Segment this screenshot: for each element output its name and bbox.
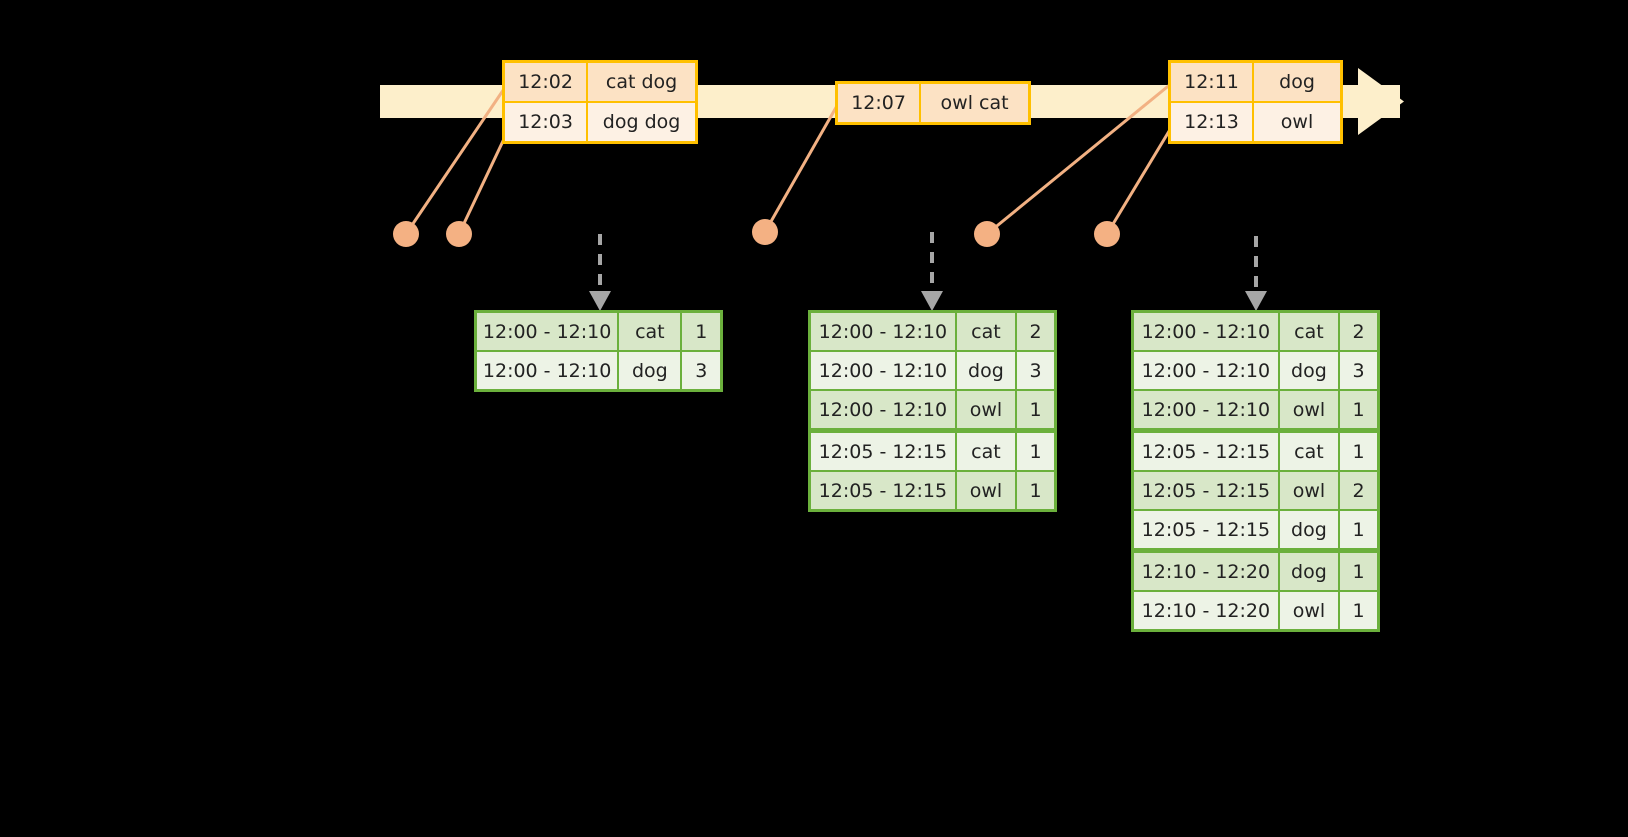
table-row[interactable]: 12:00 - 12:10 dog 3 bbox=[1134, 352, 1377, 389]
event-row[interactable]: 12:07 owl cat bbox=[838, 84, 1028, 122]
window-cell: 12:00 - 12:10 bbox=[1134, 391, 1280, 428]
count-cell: 1 bbox=[1340, 592, 1377, 629]
event-words: owl bbox=[1254, 103, 1340, 141]
window-cell: 12:00 - 12:10 bbox=[477, 313, 620, 350]
word-cell: cat bbox=[619, 313, 683, 350]
count-cell: 1 bbox=[1340, 433, 1377, 470]
event-words: dog dog bbox=[588, 103, 695, 141]
count-cell: 2 bbox=[1340, 472, 1377, 509]
window-cell: 12:05 - 12:15 bbox=[1134, 511, 1280, 548]
window-cell: 12:10 - 12:20 bbox=[1134, 553, 1280, 590]
table-row[interactable]: 12:00 - 12:10 cat 2 bbox=[1134, 313, 1377, 350]
table-row[interactable]: 12:00 - 12:10 owl 1 bbox=[1134, 391, 1377, 428]
word-cell: cat bbox=[1279, 313, 1341, 350]
result-table-2[interactable]: 12:00 - 12:10 cat 2 12:00 - 12:10 dog 3 … bbox=[808, 310, 1057, 512]
event-words: dog bbox=[1254, 63, 1340, 101]
result-table-1[interactable]: 12:00 - 12:10 cat 1 12:00 - 12:10 dog 3 bbox=[474, 310, 723, 392]
table-row[interactable]: 12:05 - 12:15 cat 1 bbox=[811, 433, 1054, 470]
count-cell: 1 bbox=[1340, 511, 1377, 548]
table-row[interactable]: 12:05 - 12:15 dog 1 bbox=[1134, 511, 1377, 548]
count-cell: 1 bbox=[1017, 472, 1054, 509]
count-cell: 1 bbox=[1017, 433, 1054, 470]
count-cell: 1 bbox=[1340, 553, 1377, 590]
word-cell: owl bbox=[1279, 391, 1341, 428]
table-row[interactable]: 12:00 - 12:10 dog 3 bbox=[477, 352, 720, 389]
event-dot-group bbox=[393, 219, 1120, 247]
window-cell: 12:00 - 12:10 bbox=[477, 352, 620, 389]
count-cell: 2 bbox=[1017, 313, 1054, 350]
table-row[interactable]: 12:10 - 12:20 owl 1 bbox=[1134, 592, 1377, 629]
count-cell: 3 bbox=[1017, 352, 1054, 389]
count-cell: 1 bbox=[1340, 391, 1377, 428]
table-row[interactable]: 12:00 - 12:10 cat 2 bbox=[811, 313, 1054, 350]
word-cell: dog bbox=[956, 352, 1018, 389]
table-row[interactable]: 12:05 - 12:15 cat 1 bbox=[1134, 433, 1377, 470]
event-time: 12:02 bbox=[505, 63, 589, 101]
event-words: cat dog bbox=[588, 63, 695, 101]
event-time: 12:03 bbox=[505, 103, 589, 141]
table-row[interactable]: 12:00 - 12:10 dog 3 bbox=[811, 352, 1054, 389]
window-cell: 12:00 - 12:10 bbox=[1134, 352, 1280, 389]
event-dot-5 bbox=[1094, 221, 1120, 247]
event-group-3[interactable]: 12:11 dog 12:13 owl bbox=[1168, 60, 1343, 144]
window-cell: 12:10 - 12:20 bbox=[1134, 592, 1280, 629]
event-dot-2 bbox=[446, 221, 472, 247]
count-cell: 1 bbox=[1017, 391, 1054, 428]
event-time: 12:13 bbox=[1171, 103, 1255, 141]
word-cell: cat bbox=[956, 433, 1018, 470]
window-cell: 12:00 - 12:10 bbox=[811, 391, 957, 428]
table-row[interactable]: 12:10 - 12:20 dog 1 bbox=[1134, 553, 1377, 590]
count-cell: 2 bbox=[1340, 313, 1377, 350]
word-cell: cat bbox=[1279, 433, 1341, 470]
word-cell: cat bbox=[956, 313, 1018, 350]
event-group-2[interactable]: 12:07 owl cat bbox=[835, 81, 1031, 125]
word-cell: owl bbox=[1279, 472, 1341, 509]
event-row[interactable]: 12:13 owl bbox=[1171, 101, 1340, 141]
event-dot-4 bbox=[974, 221, 1000, 247]
word-cell: dog bbox=[1279, 511, 1341, 548]
word-cell: dog bbox=[1279, 553, 1341, 590]
result-arrows bbox=[598, 232, 1258, 292]
window-cell: 12:00 - 12:10 bbox=[1134, 313, 1280, 350]
table-row[interactable]: 12:05 - 12:15 owl 2 bbox=[1134, 472, 1377, 509]
event-row[interactable]: 12:03 dog dog bbox=[505, 101, 695, 141]
window-cell: 12:05 - 12:15 bbox=[1134, 472, 1280, 509]
count-cell: 1 bbox=[682, 313, 720, 350]
event-group-1[interactable]: 12:02 cat dog 12:03 dog dog bbox=[502, 60, 698, 144]
count-cell: 3 bbox=[1340, 352, 1377, 389]
event-time: 12:07 bbox=[838, 84, 922, 122]
window-cell: 12:00 - 12:10 bbox=[811, 352, 957, 389]
event-row[interactable]: 12:11 dog bbox=[1171, 63, 1340, 101]
event-row[interactable]: 12:02 cat dog bbox=[505, 63, 695, 101]
event-time: 12:11 bbox=[1171, 63, 1255, 101]
count-cell: 3 bbox=[682, 352, 720, 389]
word-cell: owl bbox=[956, 391, 1018, 428]
result-table-3[interactable]: 12:00 - 12:10 cat 2 12:00 - 12:10 dog 3 … bbox=[1131, 310, 1380, 632]
window-cell: 12:05 - 12:15 bbox=[811, 472, 957, 509]
word-cell: dog bbox=[619, 352, 683, 389]
window-cell: 12:05 - 12:15 bbox=[811, 433, 957, 470]
word-cell: owl bbox=[1279, 592, 1341, 629]
table-row[interactable]: 12:00 - 12:10 owl 1 bbox=[811, 391, 1054, 428]
window-cell: 12:05 - 12:15 bbox=[1134, 433, 1280, 470]
table-row[interactable]: 12:05 - 12:15 owl 1 bbox=[811, 472, 1054, 509]
event-dot-3 bbox=[752, 219, 778, 245]
word-cell: dog bbox=[1279, 352, 1341, 389]
window-cell: 12:00 - 12:10 bbox=[811, 313, 957, 350]
table-row[interactable]: 12:00 - 12:10 cat 1 bbox=[477, 313, 720, 350]
event-words: owl cat bbox=[921, 84, 1028, 122]
word-cell: owl bbox=[956, 472, 1018, 509]
result-arrowheads bbox=[589, 291, 1267, 311]
event-dot-1 bbox=[393, 221, 419, 247]
